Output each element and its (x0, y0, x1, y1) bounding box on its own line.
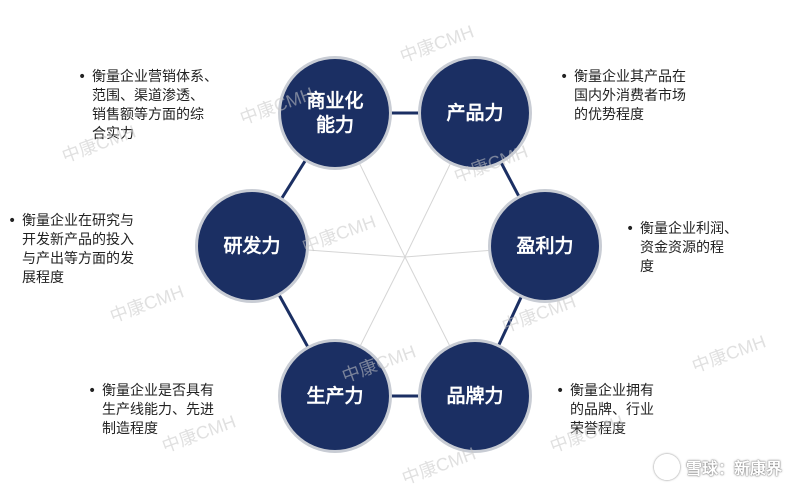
node-circle-production (281, 342, 389, 450)
node-desc-commercial: 衡量企业营销体系、 范围、渠道渗透、 销售额等方面的综 合实力 (78, 68, 218, 144)
node-desc-production: 衡量企业是否具有 生产线能力、先进 制造程度 (88, 382, 214, 439)
node-desc-product: 衡量企业其产品在 国内外消费者市场 的优势程度 (560, 68, 686, 125)
node-label-production: 生产力 (306, 385, 364, 407)
footer-text: 雪球：新康界 (685, 459, 782, 478)
node-circle-rnd (198, 192, 306, 300)
footer-watermark: 雪球：新康界 (653, 454, 782, 480)
node-label-product: 产品力 (446, 102, 504, 124)
node-circle-profit (491, 192, 599, 300)
node-circle-commercial (281, 59, 389, 167)
node-circle-product (421, 59, 529, 167)
node-desc-rnd: 衡量企业在研究与 开发新产品的投入 与产出等方面的发 展程度 (8, 212, 134, 288)
node-label-commercial: 商业化 能力 (306, 90, 364, 136)
snowball-icon (653, 454, 680, 480)
node-desc-brand: 衡量企业拥有 的品牌、行业 荣誉程度 (556, 382, 654, 439)
node-label-brand: 品牌力 (446, 385, 504, 407)
node-label-rnd: 研发力 (223, 235, 281, 257)
node-label-profit: 盈利力 (516, 235, 574, 257)
node-circle-brand (421, 342, 529, 450)
node-desc-profit: 衡量企业利润、 资金资源的程 度 (626, 220, 738, 277)
